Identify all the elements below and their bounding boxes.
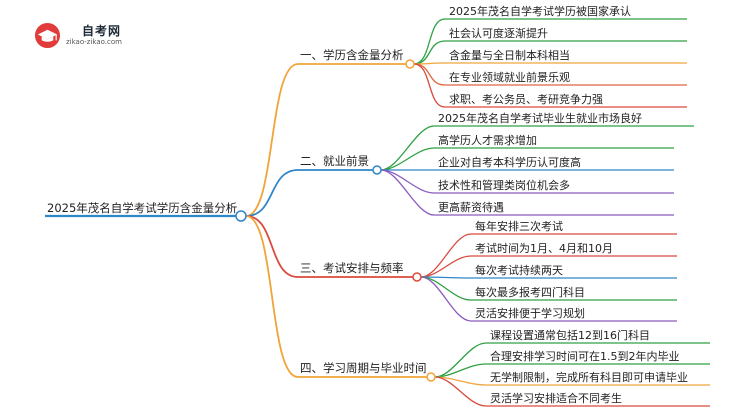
branch-1-leaf-5: 求职、考公务员、考研竞争力强 <box>449 92 603 106</box>
branch-3-leaf-5-connector <box>420 276 472 322</box>
branch-3-leaf-4-connector <box>420 276 472 301</box>
branch-4-leaf-2: 合理安排学习时间可在1.5到2年内毕业 <box>490 349 680 363</box>
root-node <box>235 210 247 222</box>
branch-4-node <box>426 372 436 382</box>
branch-1-label: 一、学历含金量分析 <box>300 48 404 62</box>
branch-3-label: 三、考试安排与频率 <box>300 261 404 275</box>
branch-4-leaf-1: 课程设置通常包括12到16门科目 <box>490 328 650 342</box>
brand-name: 自考网 <box>82 24 122 38</box>
branch-2-label: 二、就业前景 <box>300 154 369 168</box>
root-topic: 2025年茂名自学考试学历含金量分析 <box>47 201 237 215</box>
branch-2-connector <box>245 169 299 217</box>
branch-3-leaf-3: 每次考试持续两天 <box>475 263 563 277</box>
branch-2-leaf-2: 高学历人才需求增加 <box>438 133 537 147</box>
branch-1-leaf-2-connector <box>413 40 446 65</box>
branch-2-leaf-3: 企业对自考本科学历认可度高 <box>438 155 581 169</box>
branch-1-leaf-2: 社会认可度逐渐提升 <box>449 26 548 40</box>
branch-4-label: 四、学习周期与毕业时间 <box>300 361 427 375</box>
branch-4-leaf-4-connector <box>434 376 487 407</box>
branch-3-leaf-1-connector <box>420 233 472 278</box>
branch-2-leaf-5: 更高薪资待遇 <box>438 200 504 214</box>
branch-2-node <box>372 165 382 175</box>
branch-3-connector <box>245 215 299 278</box>
brand-url: zikao-zikao.com <box>66 38 122 46</box>
branch-3-leaf-1: 每年安排三次考试 <box>475 219 563 233</box>
graduation-cap-icon <box>34 22 61 49</box>
branch-2-leaf-1: 2025年茂名自学考试毕业生就业市场良好 <box>438 111 642 125</box>
branch-2-leaf-4: 技术性和管理类岗位机会多 <box>438 178 570 192</box>
branch-2-leaf-1-connector <box>380 125 435 171</box>
branch-1-leaf-4: 在专业领域就业前景乐观 <box>449 70 570 84</box>
branch-4-leaf-1-connector <box>434 342 487 378</box>
branch-1-leaf-3: 含金量与全日制本科相当 <box>449 48 570 62</box>
branch-4-leaf-3: 无学制限制，完成所有科目即可申请毕业 <box>490 370 688 384</box>
branch-1-leaf-4-connector <box>413 63 446 86</box>
branch-2-leaf-5-connector <box>380 169 435 216</box>
branch-1-connector <box>245 63 299 217</box>
branch-1-leaf-1: 2025年茂名自学考试学历被国家承认 <box>449 4 631 18</box>
branch-4-leaf-4: 灵活学习安排适合不同考生 <box>490 391 622 405</box>
brand-logo: 自考网 zikao-zikao.com <box>34 20 164 50</box>
branch-1-leaf-5-connector <box>413 63 446 108</box>
branch-4-connector <box>245 215 299 378</box>
branch-1-node <box>405 59 415 69</box>
branch-3-leaf-5: 灵活安排便于学习规划 <box>475 306 585 320</box>
branch-3-node <box>412 272 422 282</box>
branch-3-leaf-2: 考试时间为1月、4月和10月 <box>475 242 613 255</box>
branch-3-leaf-4: 每次最多报考四门科目 <box>475 285 585 299</box>
